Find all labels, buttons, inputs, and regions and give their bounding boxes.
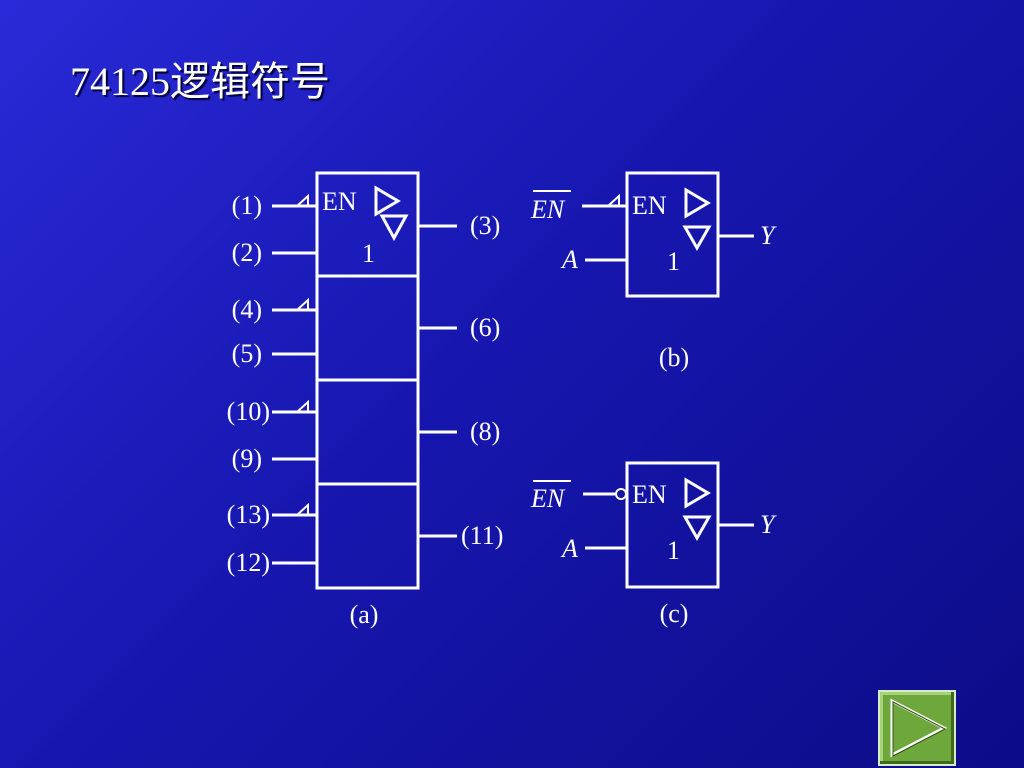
polarity-indicator-icon [296, 502, 309, 516]
buffer-triangle-icon [684, 187, 711, 219]
pin-label: (13) [227, 500, 270, 529]
function-qualifier: 1 [362, 239, 375, 268]
en-qualifier: EN [632, 191, 667, 220]
diagram-c-caption: (c) [660, 599, 689, 628]
pin-label: (4) [232, 295, 262, 324]
pin-label: (1) [232, 191, 262, 220]
three-state-triangle-icon [682, 225, 712, 252]
pin-label: (6) [470, 313, 500, 342]
pin-label: (8) [470, 417, 500, 446]
polarity-indicator-icon [607, 193, 620, 207]
polarity-indicator-icon [296, 297, 309, 311]
en-input-label: EN [530, 195, 566, 224]
en-qualifier: EN [632, 480, 667, 509]
pin-label: (5) [232, 339, 262, 368]
pin-label: (9) [232, 444, 262, 473]
polarity-indicator-icon [296, 399, 309, 413]
buffer-triangle-icon [374, 185, 401, 217]
three-state-triangle-icon [682, 515, 712, 542]
en-qualifier: EN [322, 187, 357, 216]
diagram-c-symbol [533, 461, 754, 589]
inversion-bubble-icon [615, 488, 627, 500]
diagram-a-symbol [272, 171, 457, 590]
y-output-label: Y [760, 510, 777, 539]
buffer-triangle-icon [684, 477, 711, 509]
three-state-triangle-icon [379, 214, 409, 242]
next-slide-button[interactable] [878, 690, 956, 766]
pin-label: (11) [461, 521, 503, 550]
y-output-label: Y [760, 221, 777, 250]
pin-label: (10) [227, 397, 270, 426]
pin-label: (3) [470, 211, 500, 240]
diagram-b-symbol [533, 171, 754, 298]
diagram-a-caption: (a) [350, 600, 379, 629]
polarity-indicator-icon [296, 193, 309, 207]
pin-label: (12) [227, 548, 270, 577]
en-input-label: EN [530, 484, 566, 513]
play-triangle-icon [890, 698, 948, 758]
a-input-label: A [560, 245, 578, 274]
diagram-b-caption: (b) [659, 343, 689, 372]
a-input-label: A [560, 534, 578, 563]
pin-label: (2) [232, 238, 262, 267]
function-qualifier: 1 [667, 247, 680, 276]
function-qualifier: 1 [667, 536, 680, 565]
slide-title: 74125逻辑符号 [70, 59, 330, 104]
